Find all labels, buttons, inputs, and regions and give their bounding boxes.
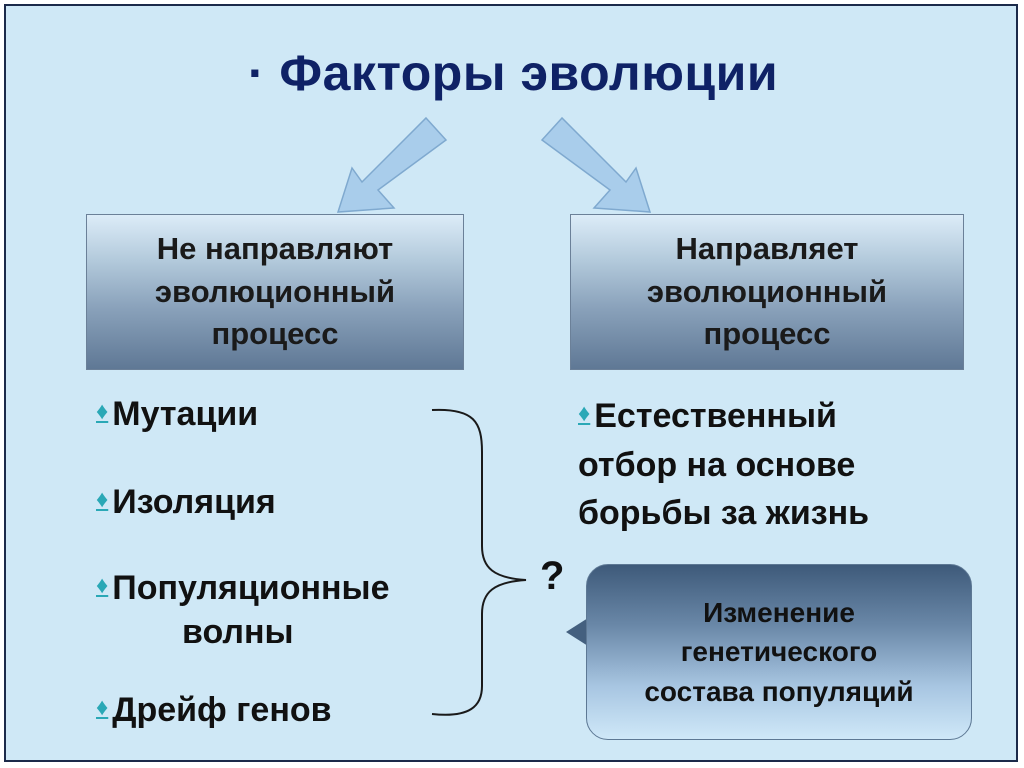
question-mark: ?: [540, 554, 565, 598]
non-directing-header: Не направляют эволюционный процесс: [86, 214, 464, 370]
slide: · Факторы эволюции Не направляют эволюци…: [4, 4, 1018, 762]
slide-title: · Факторы эволюции: [247, 45, 779, 101]
diagram-connectors: [336, 116, 652, 716]
list-item-label: Изоляция: [112, 483, 276, 521]
diamond-bullet-icon: ♦: [96, 694, 109, 721]
directing-header: Направляет эволюционный процесс: [570, 214, 964, 370]
right-arrow: [540, 116, 652, 213]
list-item-label: Дрейф генов: [112, 691, 332, 729]
diamond-bullet-icon: ♦: [96, 572, 109, 599]
list-item-label: Мутации: [112, 395, 259, 433]
callout-genetic-change: Изменение генетического состава популяци…: [586, 564, 972, 740]
list-item-population-waves: ♦Популяционные волны: [96, 566, 389, 654]
list-item-natural-selection: ♦Естественный отбор на основе борьбы за …: [578, 392, 869, 538]
list-item-label: Популяционные: [112, 569, 390, 607]
diamond-bullet-icon: ♦: [96, 398, 109, 425]
list-item-label-continuation: отбор на основе: [578, 445, 856, 484]
grouping-brace: [431, 408, 527, 716]
list-item-label-continuation: волны: [182, 613, 294, 652]
list-item-label-continuation: борьбы за жизнь: [578, 494, 870, 533]
diamond-bullet-icon: ♦: [578, 400, 591, 427]
callout-pointer: [566, 618, 588, 646]
left-arrow: [336, 116, 448, 213]
list-item-mutations: ♦Мутации: [96, 392, 258, 436]
list-item-isolation: ♦Изоляция: [96, 480, 276, 524]
diamond-bullet-icon: ♦: [96, 486, 109, 513]
list-item-label: Естественный: [594, 397, 837, 435]
list-item-genetic-drift: ♦Дрейф генов: [96, 688, 332, 732]
